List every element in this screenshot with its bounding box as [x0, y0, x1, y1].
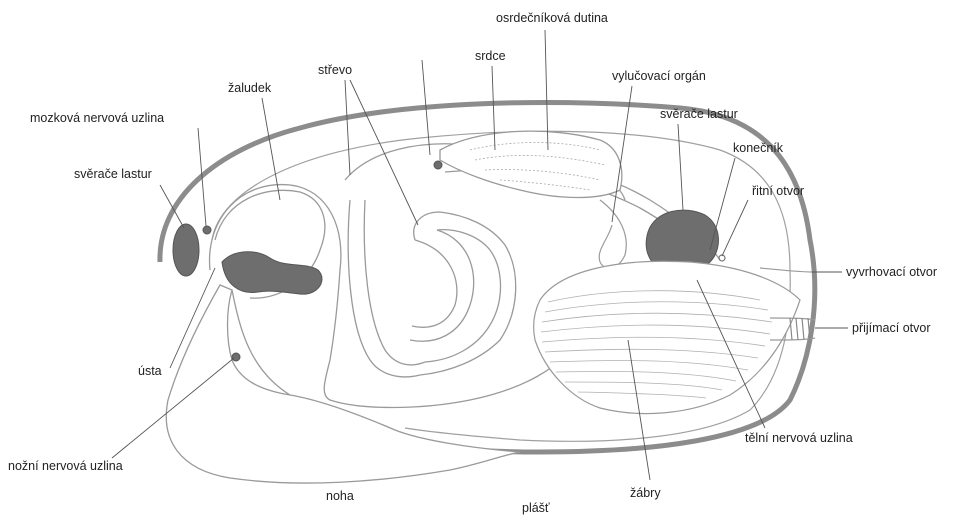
heart-dot [434, 161, 442, 169]
exhalant-siphon [760, 268, 812, 272]
label-plast: plášť [522, 501, 550, 515]
label-srdce: srdce [475, 49, 506, 63]
leader-ritni-otvor [722, 200, 748, 256]
leader-strevo-2 [350, 80, 418, 225]
label-vylucovaci-organ: vylučovací orgán [612, 69, 706, 83]
pericardium [440, 131, 622, 197]
label-zaludek: žaludek [228, 81, 272, 95]
leader-sverace-left [160, 185, 184, 228]
foot-shape [166, 285, 520, 483]
anterior-adductor [173, 224, 199, 276]
leader-sverace-right [678, 124, 683, 210]
label-sverace-lastur-left: svěrače lastur [74, 167, 152, 181]
label-mozkova-uzlina: mozková nervová uzlina [30, 111, 164, 125]
label-prijimaci-otvor: přijímací otvor [852, 321, 931, 335]
pedal-ganglion [232, 353, 240, 361]
label-usta: ústa [138, 364, 162, 378]
digestive-gland [222, 252, 322, 294]
intestine-loop-7 [412, 240, 457, 327]
gills [534, 261, 800, 413]
label-konecnik: konečník [733, 141, 784, 155]
label-sverace-lastur-right: svěrače lastur [660, 107, 738, 121]
label-vyvrhovaci-otvor: vyvrhovací otvor [846, 265, 937, 279]
labels: osrdečníková dutina srdce vylučovací org… [8, 11, 937, 515]
cerebral-ganglion [203, 226, 211, 234]
label-zabry: žábry [630, 486, 661, 500]
leader-strevo-1 [345, 80, 350, 175]
intestine-loop-6 [410, 230, 474, 341]
label-osrdeckova-dutina: osrdečníková dutina [496, 11, 608, 25]
label-nozni-uzlina: nožní nervová uzlina [8, 459, 123, 473]
kidney [599, 200, 626, 268]
foot [166, 285, 520, 483]
inhalant-siphon-fringe [790, 318, 810, 340]
label-strevo: střevo [318, 63, 352, 77]
label-noha: noha [326, 489, 354, 503]
intestine-loop-2 [348, 200, 420, 377]
label-ritni-otvor: řitní otvor [752, 184, 804, 198]
label-telni-uzlina: tělní nervová uzlina [745, 431, 853, 445]
heart-region [440, 131, 626, 268]
